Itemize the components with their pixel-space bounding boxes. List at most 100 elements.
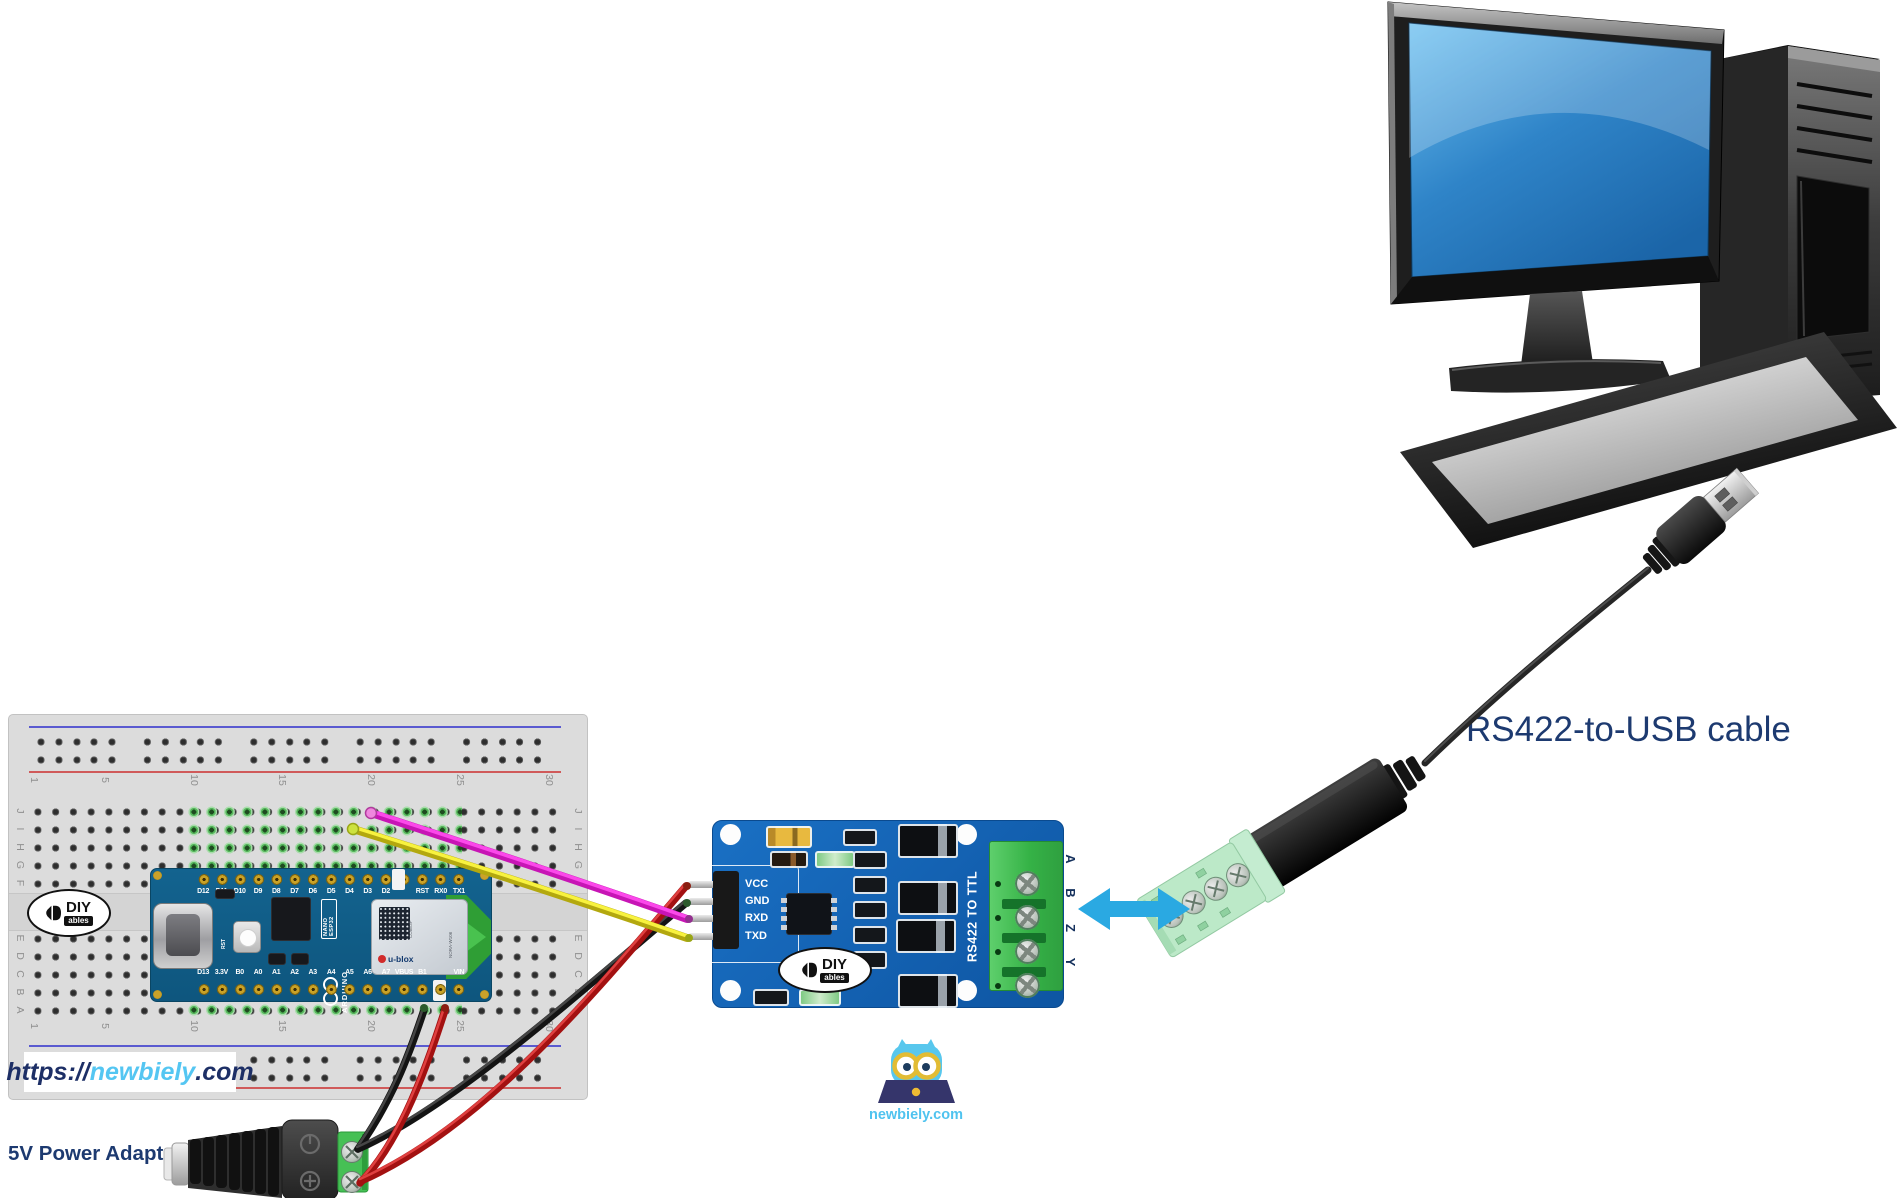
site-prefix: https:// (6, 1057, 90, 1086)
ublox-dot-icon (378, 955, 386, 963)
diy-sub: ables (64, 916, 93, 926)
row-letter: B (14, 988, 26, 996)
smd-component (291, 953, 309, 965)
reset-button-cap (239, 929, 257, 947)
row-letter: B (572, 988, 584, 996)
terminal-screw (1015, 973, 1040, 998)
top-pin-labels: D12D11D10D9D8D7D6D5D4D3D2RSTRX0TX1 (197, 888, 465, 895)
ic-pins (781, 898, 787, 930)
resistor (766, 826, 812, 848)
terminal-block (989, 841, 1063, 998)
rxd-pin (689, 915, 715, 922)
radio-code: CO8E3F (408, 920, 413, 938)
smd-component (215, 889, 235, 899)
led (815, 851, 855, 868)
cable-caption: RS422-to-USB cable (1466, 710, 1791, 749)
diy-brand: DIY (65, 899, 91, 916)
column-number: 30 (543, 774, 555, 786)
resistor (853, 851, 887, 869)
diy-sub: ables (820, 973, 849, 983)
qr-code (379, 907, 410, 940)
terminal-slot (1002, 933, 1046, 943)
radio-name: NORA-W106 (448, 931, 453, 958)
row-letter: C (14, 970, 26, 978)
row-letter: A (14, 1006, 26, 1014)
row-letter: D (572, 952, 584, 960)
column-number: 5 (99, 777, 111, 783)
mcu-chip (271, 897, 311, 941)
row-letter: H (572, 843, 584, 851)
highlighted-holes-top (185, 803, 462, 875)
diy-brand: DIY (821, 956, 847, 973)
row-letter: D (14, 952, 26, 960)
power-adapter (163, 1119, 369, 1198)
mounting-hole (720, 824, 741, 845)
resistor (770, 851, 808, 868)
website-label: https://newbiely.com (6, 1052, 254, 1092)
usb-plug-icon (1642, 467, 1760, 574)
pin-label-rxd: RXD (745, 912, 769, 924)
owl-site-label: newbiely.com (869, 1107, 963, 1123)
monitor-icon (1387, 1, 1725, 393)
row-letter: E (572, 934, 584, 942)
gold-pad (480, 871, 489, 880)
board-name: NANO ESP32 (323, 916, 335, 936)
smd-component (268, 953, 286, 965)
diode (898, 974, 958, 1008)
diode (898, 881, 958, 915)
rail-line-red (29, 771, 561, 773)
resistor (753, 989, 789, 1006)
highlighted-holes-bottom (185, 1001, 462, 1019)
rail-line-blue (29, 1045, 561, 1047)
column-number: 15 (276, 774, 288, 786)
diode (898, 824, 958, 858)
column-number: 10 (188, 1020, 200, 1032)
diy-glyph-icon (46, 905, 62, 921)
rs422-ttl-module: VCC GND RXD TXD RS422 TO TTL (689, 820, 1064, 1008)
gnd-pin (689, 898, 715, 905)
rail-line-red (29, 1087, 561, 1089)
column-number: 20 (365, 774, 377, 786)
tower-icon (1700, 45, 1880, 434)
terminal-label-y: Y (1063, 957, 1078, 967)
column-number: 15 (276, 1020, 288, 1032)
site-name: newbiely (89, 1057, 196, 1086)
terminal-screw (1015, 939, 1040, 964)
newbiely-owl-logo: newbiely.com (869, 1039, 963, 1123)
diy-ables-logo: DIY ables (27, 889, 111, 937)
diy-ables-logo: DIY ables (778, 947, 872, 993)
diode (896, 919, 956, 953)
mounting-hole (956, 824, 977, 845)
converter-screws (1159, 863, 1251, 928)
pin-label-vcc: VCC (745, 878, 769, 890)
column-number: 1 (28, 1023, 40, 1029)
row-letter: F (14, 879, 26, 887)
column-number: 20 (365, 1020, 377, 1032)
usb-c-opening (166, 914, 200, 956)
transceiver-ic (781, 893, 837, 935)
gold-pad (153, 990, 162, 999)
row-letter: E (14, 934, 26, 942)
keyboard-icon (1400, 332, 1897, 548)
row-letter: C (572, 970, 584, 978)
row-letter: H (14, 843, 26, 851)
radio-module: u-blox CO8E3F NORA-W106 (371, 899, 468, 975)
usb-rs422-converter (1137, 756, 1426, 958)
top-pin-pads (195, 872, 468, 887)
row-letter: I (14, 827, 26, 831)
terminal-hole (995, 881, 1001, 887)
polarity-symbols (299, 1133, 321, 1192)
rail-holes-top (29, 733, 561, 769)
bidirectional-arrow-icon (1078, 888, 1190, 930)
column-number: 1 (28, 777, 40, 783)
terminal-slot (1002, 899, 1046, 909)
row-letter: J (14, 808, 26, 814)
pin-label-gnd: GND (745, 895, 770, 907)
power-adapter-caption: 5V Power Adapter (8, 1142, 183, 1165)
diy-glyph-icon (802, 962, 818, 978)
board-name-box (321, 899, 337, 939)
vcc-pin (689, 881, 715, 888)
column-number: 10 (188, 774, 200, 786)
row-letter: G (572, 860, 584, 870)
